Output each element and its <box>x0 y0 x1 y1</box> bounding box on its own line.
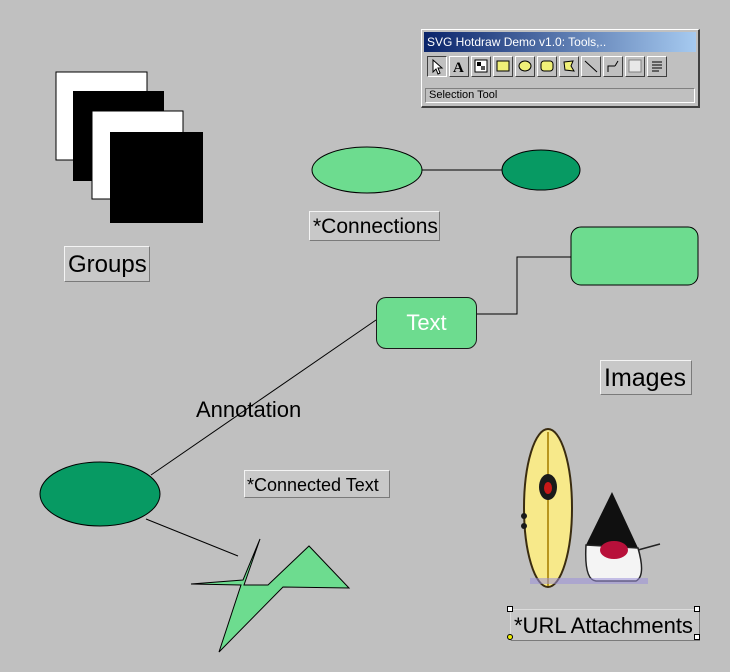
rounded-rectangle-tool-button[interactable] <box>537 56 557 77</box>
duke-surfboard-image[interactable] <box>521 428 661 588</box>
selection-tool-icon <box>432 58 444 75</box>
duke-body-dark <box>586 492 638 548</box>
connection-ellipse-light[interactable] <box>311 146 423 194</box>
line-tool-button[interactable] <box>581 56 601 77</box>
rounded-rectangle-tool-icon <box>540 60 554 72</box>
group-tool-button[interactable] <box>625 56 645 77</box>
connected-text-label[interactable]: *Connected Text <box>244 470 390 498</box>
images-label[interactable]: Images <box>600 360 692 395</box>
rounded-rectangle-figure[interactable] <box>570 226 699 286</box>
selection-handle-top-right[interactable] <box>694 606 700 612</box>
selection-tool-button[interactable] <box>427 56 447 77</box>
polygon-tool-icon <box>563 60 575 72</box>
group-tool-icon <box>628 59 642 73</box>
rectangle-tool-button[interactable] <box>493 56 513 77</box>
selection-handle-top-left[interactable] <box>507 606 513 612</box>
surfboard-logo-center <box>544 482 552 494</box>
selection-handle-bottom-left[interactable] <box>507 634 513 640</box>
annotation-text[interactable]: Annotation <box>196 397 302 422</box>
connected-text-ellipse[interactable] <box>39 461 161 527</box>
selection-handle-bottom-right[interactable] <box>694 634 700 640</box>
text-area-tool-icon <box>652 61 662 72</box>
annotation-line[interactable] <box>150 319 377 476</box>
polygon-tool-button[interactable] <box>559 56 579 77</box>
image-tool-button[interactable] <box>471 56 491 77</box>
polygon-figure[interactable] <box>190 538 351 653</box>
tools-window-status: Selection Tool <box>425 88 695 103</box>
connection-tool-button[interactable] <box>603 56 623 77</box>
groups-label[interactable]: Groups <box>64 246 150 282</box>
connections-label[interactable]: *Connections <box>309 211 440 241</box>
connection-tool-icon <box>607 60 619 72</box>
duke-nose <box>600 541 628 559</box>
ellipse-tool-button[interactable] <box>515 56 535 77</box>
svg-text:A: A <box>453 60 464 75</box>
tools-window-title[interactable]: SVG Hotdraw Demo v1.0: Tools,.. <box>424 32 696 52</box>
text-figure[interactable]: Text <box>376 297 477 349</box>
ellipse-tool-icon <box>518 60 532 72</box>
group-square-4[interactable] <box>110 132 203 223</box>
connection-ellipse-dark[interactable] <box>501 149 581 191</box>
duke-hand-2 <box>521 523 527 529</box>
line-tool-icon <box>584 60 598 73</box>
group-figure[interactable] <box>55 71 203 223</box>
url-attachments-label[interactable]: *URL Attachments <box>510 609 700 641</box>
polygon-connection-line[interactable] <box>145 518 239 557</box>
duke-arm <box>637 543 661 551</box>
duke-hand-1 <box>521 513 527 519</box>
image-shadow <box>530 578 648 584</box>
text-area-tool-button[interactable] <box>647 56 667 77</box>
tools-window[interactable]: SVG Hotdraw Demo v1.0: Tools,.. A <box>421 29 700 108</box>
image-tool-icon <box>474 59 488 73</box>
elbow-connection-line[interactable] <box>477 256 571 315</box>
text-tool-icon: A <box>453 60 464 75</box>
rectangle-tool-icon <box>496 60 510 72</box>
text-tool-button[interactable]: A <box>449 56 469 77</box>
